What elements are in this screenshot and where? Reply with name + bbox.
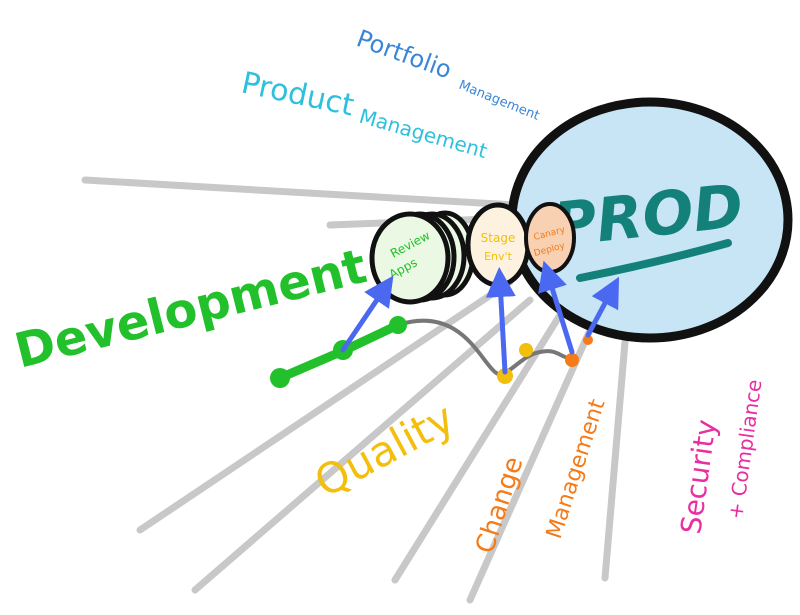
quality-nodes bbox=[497, 343, 533, 384]
arrow-change-to-canary bbox=[538, 260, 575, 355]
stage-env-label-2: Env't bbox=[484, 250, 512, 263]
arrow-dev-to-review bbox=[340, 275, 394, 353]
dev-pipeline bbox=[270, 316, 407, 388]
ray-top bbox=[81, 176, 519, 209]
deploy-arrows bbox=[340, 260, 620, 375]
quality-node-1 bbox=[497, 368, 513, 384]
change-node-1 bbox=[565, 353, 579, 367]
arrow-quality-to-stage bbox=[485, 267, 516, 375]
ray-quality-2 bbox=[391, 311, 564, 584]
quality-label: Quality bbox=[307, 393, 463, 507]
prod-underline bbox=[576, 239, 732, 282]
security-label-1: Security bbox=[674, 418, 723, 536]
prod-lens: PROD bbox=[507, 97, 793, 343]
quality-node-2 bbox=[519, 343, 533, 357]
product-label-2: Management bbox=[357, 104, 490, 163]
ray-change bbox=[466, 326, 594, 604]
stage-env-circle bbox=[465, 202, 531, 288]
dev-node-1 bbox=[270, 368, 290, 388]
canary-deploy: Canary Deploy bbox=[524, 202, 576, 274]
arrow-to-prod bbox=[585, 276, 620, 338]
security-label-2: + Compliance bbox=[723, 378, 766, 521]
change-node-2 bbox=[583, 335, 593, 345]
product-label-1: Product bbox=[238, 66, 357, 124]
stage-env-label-1: Stage bbox=[481, 231, 516, 245]
dev-node-3 bbox=[389, 316, 407, 334]
change-label-1: Change bbox=[470, 453, 529, 557]
stage-env: Stage Env't bbox=[465, 202, 531, 288]
ray-dev bbox=[136, 278, 514, 534]
portfolio-label-2: Management bbox=[457, 78, 542, 124]
ray-security bbox=[601, 338, 629, 582]
change-nodes bbox=[565, 335, 593, 367]
portfolio-label-1: Portfolio bbox=[353, 24, 455, 84]
